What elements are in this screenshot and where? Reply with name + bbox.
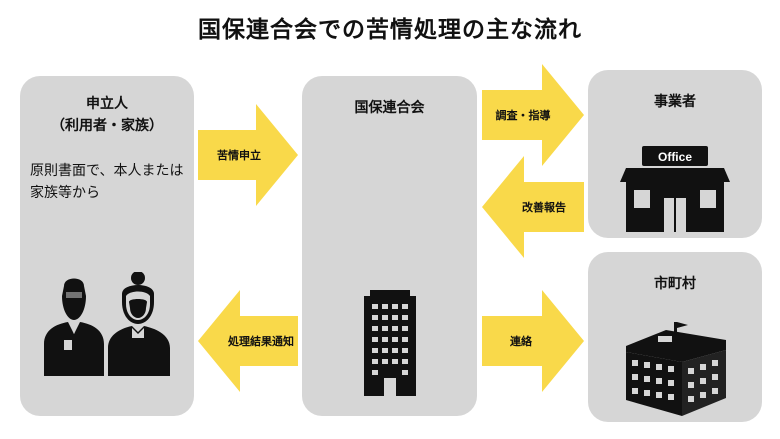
applicant-description: 原則書面で、本人または家族等から	[30, 163, 184, 201]
kokuho-box: 国保連合会	[302, 76, 477, 416]
office-sign-text: Office	[658, 150, 692, 164]
arrow-contact-label: 連絡	[510, 335, 532, 348]
page-title: 国保連合会での苦情処理の主な流れ	[198, 17, 582, 43]
arrow-complaint-label: 苦情申立	[217, 149, 261, 162]
applicant-box: 申立人 （利用者・家族） 原則書面で、本人または家族等から	[20, 76, 194, 416]
arrow-contact: 連絡	[482, 290, 584, 392]
office-store-icon: Office	[620, 146, 730, 232]
city-box: 市町村	[588, 252, 762, 422]
elderly-couple-icon	[44, 272, 170, 376]
arrow-report: 改善報告	[482, 156, 584, 258]
applicant-title: 申立人	[86, 96, 128, 112]
arrow-report-label: 改善報告	[522, 201, 566, 214]
office-building-icon	[364, 290, 416, 396]
arrow-notify-label: 処理結果通知	[228, 335, 294, 348]
city-hall-icon	[626, 322, 726, 416]
city-title: 市町村	[654, 276, 696, 292]
applicant-subtitle: （利用者・家族）	[51, 118, 163, 134]
arrow-notify: 処理結果通知	[198, 290, 298, 392]
arrow-investigate-label: 調査・指導	[495, 109, 551, 122]
business-title: 事業者	[654, 94, 696, 110]
business-box: 事業者 Office	[588, 70, 762, 238]
kokuho-title: 国保連合会	[354, 100, 425, 116]
arrow-investigate: 調査・指導	[482, 64, 584, 166]
arrow-complaint: 苦情申立	[198, 104, 298, 206]
